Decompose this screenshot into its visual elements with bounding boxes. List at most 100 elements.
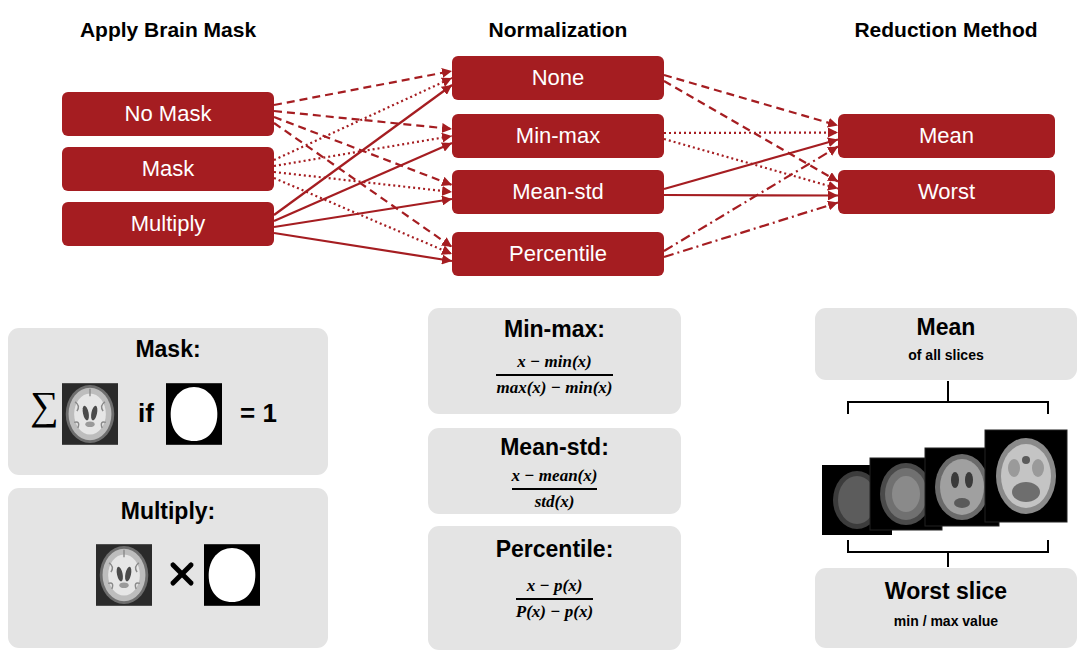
formula-denominator: std(x) [535, 492, 575, 512]
panel-subheading: min / max value [894, 613, 998, 629]
slice-bracket [848, 381, 1048, 567]
info-panel: Mean of all slices [815, 308, 1077, 380]
mri-slice [1008, 459, 1020, 477]
brain-thumbnail [62, 383, 118, 445]
slice-bracket [947, 381, 949, 402]
mask-thumbnail [166, 383, 222, 445]
column-heading: Apply Brain Mask [80, 18, 256, 41]
process-box: Worst [838, 170, 1055, 214]
fraction: x − p(x)P(x) − p(x) [516, 576, 593, 621]
info-panel: Percentile: x − p(x)P(x) − p(x) [428, 526, 681, 650]
process-box: Multiply [62, 202, 274, 246]
formula-numerator: x − mean(x) [512, 466, 598, 486]
label-holder: Apply Brain Mask [80, 18, 256, 42]
text-holder: min / max value [815, 612, 1077, 630]
fraction-bar [496, 374, 612, 376]
mri-slice [965, 472, 973, 488]
mri-slice [880, 463, 932, 525]
flow-connector [664, 194, 838, 197]
mri-slice [1001, 444, 1051, 508]
info-panel: Min-max: x − min(x) max(x) − min(x) [428, 308, 681, 414]
panel-heading: Percentile: [496, 536, 614, 562]
flow-connector [274, 78, 452, 160]
text-holder: of all slices [815, 346, 1077, 364]
mri-slice [1012, 482, 1040, 502]
text-holder: Percentile: [428, 536, 681, 563]
brain-thumbnail [62, 383, 118, 445]
process-box: Percentile [452, 232, 664, 276]
flow-connector [664, 131, 838, 134]
flow-connector [274, 71, 452, 105]
mri-slice [985, 430, 1067, 522]
text-holder: Worst slice [815, 578, 1077, 605]
box-label: Mean-std [512, 179, 604, 205]
flow-connector [664, 147, 838, 252]
box-label: No Mask [125, 101, 212, 127]
text-holder: x − p(x)P(x) − p(x) [428, 576, 681, 621]
panel-fill [8, 328, 328, 475]
mask-thumbnail [204, 544, 260, 606]
flow-connector [664, 81, 838, 182]
formula-denominator: max(x) − min(x) [496, 378, 612, 398]
panel-fill [428, 428, 681, 514]
flow-connector [274, 199, 452, 227]
box-label: Worst [918, 179, 975, 205]
fraction-bar [516, 598, 593, 600]
flow-connector [664, 203, 838, 258]
panel-heading: Mean-std: [500, 434, 609, 460]
process-box: Mask [62, 147, 274, 191]
panel-heading: Multiply: [121, 498, 216, 524]
mri-slice [1032, 459, 1044, 477]
slice-bracket [947, 552, 949, 567]
flow-connector [664, 139, 838, 189]
box-label: None [532, 65, 585, 91]
fraction-bar [512, 488, 598, 490]
mri-slice [885, 468, 927, 520]
panel-heading: Mean [917, 314, 976, 340]
process-box: No Mask [62, 92, 274, 136]
mri-slice [1022, 456, 1030, 464]
label-holder: Reduction Method [854, 18, 1037, 42]
box-label: Mean [919, 123, 974, 149]
panel-heading: Worst slice [885, 578, 1007, 604]
flow-connector [274, 178, 452, 254]
process-box: Mean [838, 114, 1055, 158]
mri-slice [940, 459, 984, 515]
mri-slice [985, 430, 1067, 522]
panel-subheading: of all slices [908, 347, 983, 363]
flow-connector [274, 143, 452, 221]
slice-bracket [848, 540, 1048, 552]
mask-thumbnail [166, 383, 222, 445]
panel-fill [428, 308, 681, 414]
panel-heading: Min-max: [504, 316, 605, 342]
fraction: x − mean(x) std(x) [512, 466, 598, 511]
multiply-symbol [173, 565, 191, 583]
process-box: Min-max [452, 114, 664, 158]
column-heading: Reduction Method [854, 18, 1037, 41]
mask-thumbnail [204, 544, 260, 606]
flow-connector [274, 85, 452, 215]
panel-heading: Mask: [135, 336, 200, 362]
label-holder: Normalization [489, 18, 628, 42]
text-holder: if [138, 398, 154, 429]
text-holder: Min-max: [428, 316, 681, 343]
formula-numerator: x − min(x) [517, 352, 592, 372]
process-box: Mean-std [452, 170, 664, 214]
panel-fill [815, 568, 1077, 648]
text-holder: ∑ [30, 386, 59, 426]
flow-connector [274, 233, 452, 261]
info-panel: Mask: ∑ if = 1 [8, 328, 328, 475]
formula-text: if [138, 398, 154, 428]
box-label: Multiply [131, 211, 206, 237]
formula-text: = 1 [240, 398, 277, 428]
box-label: Min-max [516, 123, 600, 149]
text-holder: = 1 [240, 398, 277, 429]
info-panel: Worst slice min / max value [815, 568, 1077, 648]
column-heading: Normalization [489, 18, 628, 41]
multiply-symbol [173, 565, 191, 583]
panel-fill [428, 526, 681, 650]
text-holder: x − mean(x) std(x) [428, 466, 681, 511]
slice-bracket [848, 402, 1048, 414]
text-holder: x − min(x) max(x) − min(x) [428, 352, 681, 397]
